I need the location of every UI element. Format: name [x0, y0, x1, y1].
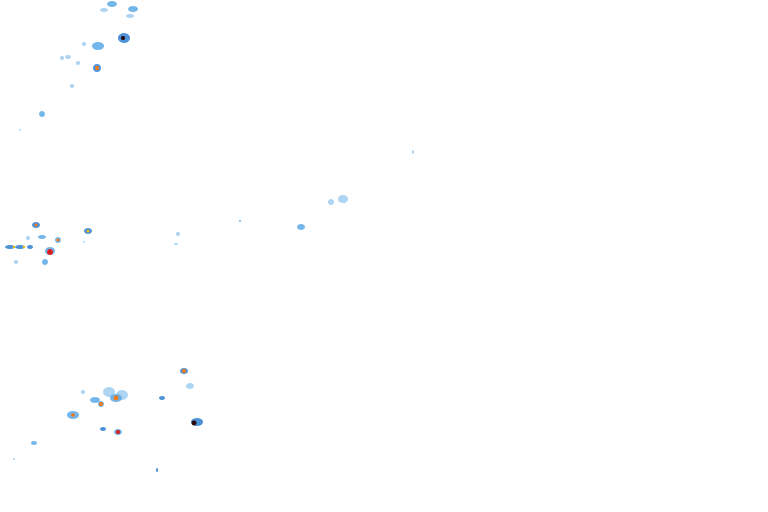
precip-cell-7 [65, 55, 71, 59]
precipitation-cells [5, 1, 414, 472]
precip-core-13 [22, 245, 26, 249]
precip-core-5 [86, 229, 90, 233]
precip-cell-41 [159, 396, 165, 400]
precip-cell-3 [126, 14, 134, 18]
precip-cell-12 [39, 111, 45, 117]
precip-cell-23 [38, 235, 46, 239]
precip-cell-6 [82, 42, 86, 46]
precip-cell-35 [81, 390, 85, 394]
precip-cell-20 [239, 220, 241, 222]
precip-core-12 [12, 245, 16, 249]
precip-core-4 [56, 238, 60, 242]
precip-cell-17 [297, 224, 305, 230]
precip-cell-18 [176, 232, 180, 236]
precip-cell-11 [70, 84, 74, 88]
precip-core-3 [47, 249, 53, 255]
precip-core-10 [116, 430, 120, 434]
precip-cell-32 [83, 241, 85, 243]
precip-cell-43 [100, 427, 106, 431]
precip-cell-24 [26, 236, 30, 240]
precip-cell-36 [103, 387, 115, 397]
precip-cell-28 [27, 245, 33, 249]
precip-cell-39 [90, 397, 100, 403]
precip-core-7 [113, 395, 119, 401]
precip-cell-2 [128, 6, 138, 12]
precip-cell-16 [328, 199, 334, 205]
precip-cell-15 [338, 195, 348, 203]
precip-core-6 [182, 369, 186, 373]
precip-cell-30 [42, 259, 48, 265]
precip-cell-13 [19, 129, 21, 131]
precip-core-1 [121, 36, 125, 40]
precip-cell-27 [15, 245, 25, 249]
precip-core-9 [71, 413, 75, 417]
precip-core-2 [34, 223, 38, 227]
precip-core-0 [95, 66, 99, 70]
precip-cell-5 [92, 42, 104, 50]
precip-core-11 [191, 420, 197, 426]
precip-cell-9 [76, 61, 80, 65]
precip-cell-31 [14, 260, 18, 264]
precip-cell-14 [412, 150, 414, 154]
precip-cell-19 [174, 243, 178, 245]
precip-core-8 [99, 402, 103, 406]
precip-cell-48 [156, 468, 158, 472]
precip-cell-47 [13, 458, 15, 460]
precip-cell-1 [100, 8, 108, 12]
precip-cell-46 [31, 441, 37, 445]
precip-cell-0 [107, 1, 117, 7]
precip-cell-34 [186, 383, 194, 389]
precip-cell-26 [5, 245, 15, 249]
precip-cell-8 [60, 56, 64, 60]
